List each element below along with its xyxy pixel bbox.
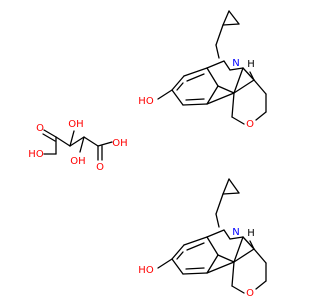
tartaric-acid-oh-bottom: OH	[70, 156, 85, 167]
molecule-2-bonds	[157, 178, 267, 294]
molecule-1-ring-oxygen-label: O	[246, 119, 254, 130]
molecule-1-stereo-h-label: H	[247, 59, 255, 70]
molecule-1-hydroxyl-label: HO	[138, 96, 154, 107]
tartaric-acid-o-left: O	[36, 123, 44, 134]
tartaric-acid-bonds	[42, 129, 113, 161]
tartaric-acid-o-right: O	[96, 162, 104, 173]
tartaric-acid-oh-left: HO	[28, 149, 44, 160]
structure-diagram: HO N O H HO OH OH OH O O	[28, 10, 267, 299]
molecule-1-bonds	[157, 10, 267, 125]
molecule-2: HO N O H	[138, 178, 267, 299]
tartaric-acid-oh-top: OH	[68, 119, 83, 130]
molecule-2-nitrogen-label: N	[232, 227, 239, 238]
molecule-2-stereo-h-label: H	[247, 228, 255, 239]
tartaric-acid: HO OH OH OH O O	[28, 119, 127, 173]
molecule-2-ring-oxygen-label: O	[246, 288, 254, 299]
molecule-2-hydroxyl-label: HO	[138, 265, 154, 276]
molecule-1: HO N O H	[138, 10, 267, 130]
molecule-1-nitrogen-label: N	[232, 58, 239, 69]
tartaric-acid-oh-right: OH	[112, 138, 127, 149]
